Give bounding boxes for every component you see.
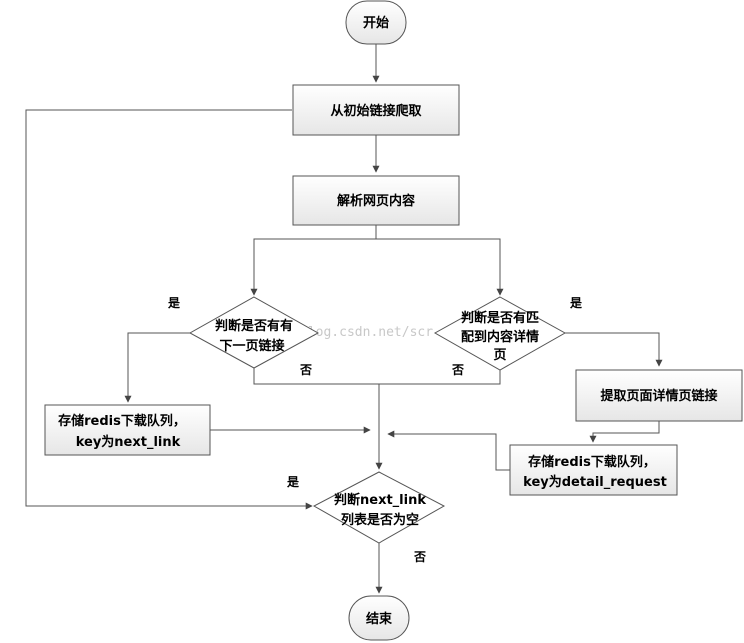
start-node: 开始 [345, 0, 407, 45]
no-label-empty-check: 否 [413, 550, 426, 564]
store-detail-box: 存储redis下载队列， key为detail_request [509, 444, 678, 496]
yes-label-next-page: 是 [167, 296, 181, 310]
empty-check-label-line-1: 判断next_link [334, 492, 426, 508]
edge-loop-back [25, 109, 313, 510]
next-page-decision: 判断是否有有 下一页链接 [188, 296, 320, 369]
end-node: 结束 [348, 595, 410, 641]
yes-label-detail: 是 [569, 296, 583, 310]
edge-store-detail-return [387, 430, 510, 471]
end-label: 结束 [366, 611, 393, 627]
extract-box: 提取页面详情页链接 [575, 369, 743, 422]
parse-label: 解析网页内容 [336, 193, 415, 209]
crawl-box: 从初始链接爬取 [292, 84, 460, 136]
store-detail-label-line-1: 存储redis下载队列， [528, 454, 656, 470]
store-next-label-line-1: 存储redis下载队列， [58, 413, 186, 429]
store-next-box: 存储redis下载队列， key为next_link [44, 404, 211, 456]
store-next-label-line-2: key为next_link [76, 434, 181, 450]
detail-label-line-1: 判断是否有匹 [461, 310, 539, 326]
edge-parse-to-next-page [250, 225, 377, 296]
edge-parse-to-detail [376, 238, 504, 296]
empty-check-label-line-2: 列表是否为空 [341, 512, 419, 528]
edge-extract-to-store-detail [589, 421, 660, 443]
store-detail-label-line-2: key为detail_request [523, 474, 667, 490]
yes-label-empty-check: 是 [286, 475, 300, 489]
start-label: 开始 [363, 15, 389, 31]
next-page-label-line-2: 下一页链接 [219, 338, 284, 354]
detail-label-line-3: 页 [493, 348, 506, 363]
next-page-label-line-1: 判断是否有有 [215, 318, 293, 334]
edge-detail-yes [565, 332, 663, 367]
edge-next-page-yes [124, 332, 190, 403]
detail-label-line-2: 配到内容详情 [461, 329, 539, 345]
detail-decision: 判断是否有匹 配到内容详情 页 [433, 296, 567, 371]
edge-no-merge [253, 368, 501, 385]
crawl-label: 从初始链接爬取 [330, 103, 422, 119]
no-label-next-page: 否 [299, 363, 312, 377]
no-label-detail: 否 [451, 363, 464, 377]
watermark: blog.csdn.net/scr [300, 325, 433, 340]
empty-check-decision: 判断next_link 列表是否为空 [312, 471, 446, 544]
extract-label: 提取页面详情页链接 [600, 388, 717, 404]
parse-box: 解析网页内容 [292, 175, 460, 226]
